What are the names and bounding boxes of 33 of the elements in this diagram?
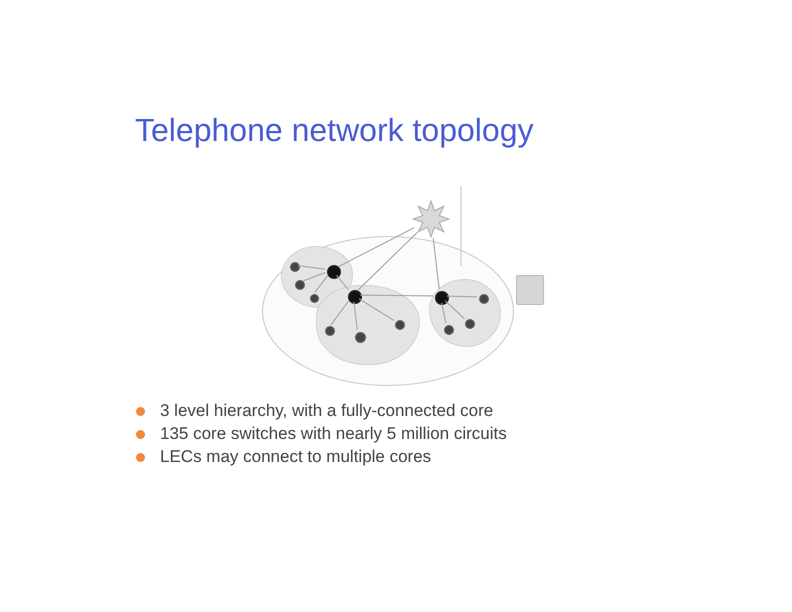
switch-dot [310,294,318,302]
connector-line [330,300,350,326]
bullet-text: 3 level hierarchy, with a fully-connected core [160,401,494,421]
connector-line [302,272,326,282]
switch-dot [465,319,475,329]
connector-line [314,275,328,293]
switch-dot [290,262,300,272]
connector-line [432,237,440,290]
slide-title: Telephone network topology [135,112,534,149]
switch-dot [325,326,335,336]
region-blob [429,279,501,347]
switch-dot [444,325,454,335]
connector-line [358,298,394,321]
switch-dot [354,332,366,342]
switch-dot [348,290,362,304]
connector-line [358,232,418,291]
switch-dot [435,291,449,305]
connector-line [360,294,434,296]
square-shape [516,275,544,305]
switch-dot [295,280,305,290]
connector-line [338,227,415,268]
star-shape [412,200,450,238]
switch-dot [395,320,405,330]
connector-line [336,274,349,290]
connector-line [353,301,358,330]
connector-line [297,265,326,270]
switch-dot [479,294,489,304]
switch-dot [327,265,341,279]
bullet-text: 135 core switches with nearly 5 million circuits [160,424,507,444]
bullet-text: LECs may connect to multiple cores [160,447,432,467]
connector-line [441,302,446,324]
connector-line [446,296,478,298]
connector-line [444,300,465,320]
